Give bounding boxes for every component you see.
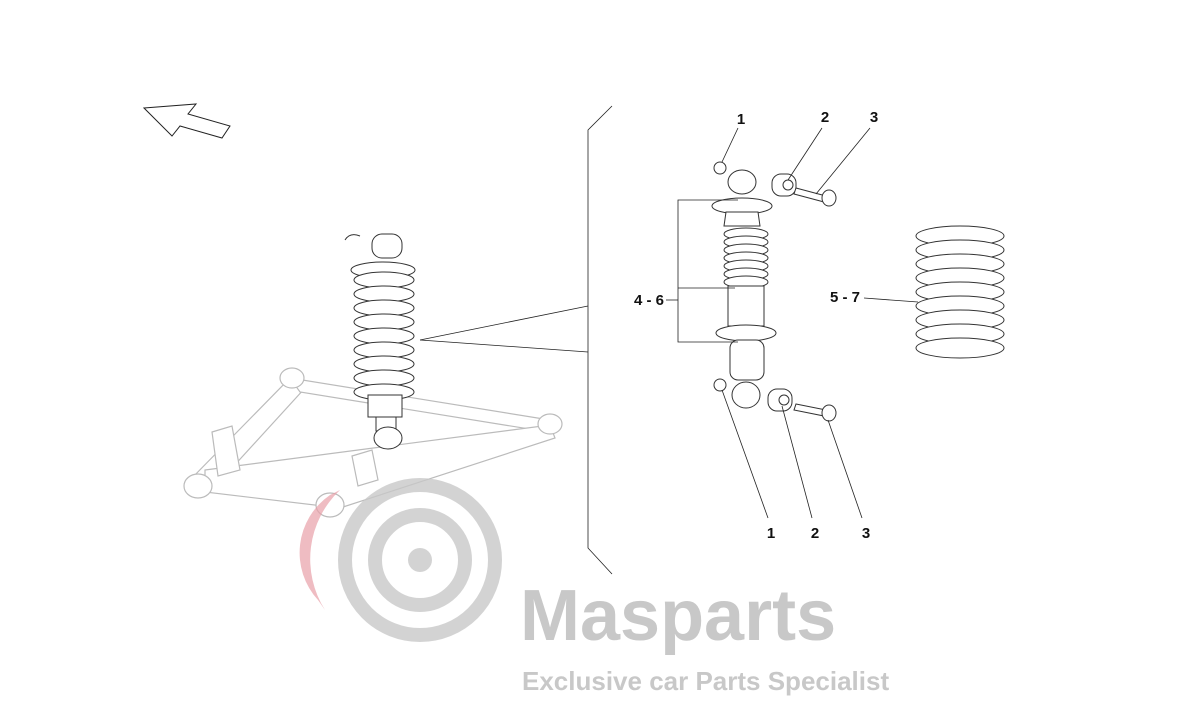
watermark-brand: Masparts — [520, 576, 836, 656]
direction-arrow-icon — [142, 103, 231, 139]
nut-bottom — [713, 378, 727, 392]
callout-5-7[interactable]: 5 - 7 — [830, 289, 860, 306]
leader-line — [419, 305, 589, 341]
callout-3-top[interactable]: 3 — [870, 109, 878, 126]
bushing-top — [771, 173, 797, 197]
coil-spring — [915, 225, 1005, 359]
watermark-tagline: Exclusive car Parts Specialist — [522, 666, 889, 696]
callout-2-bottom[interactable]: 2 — [811, 525, 819, 542]
mounted-shock-absorber — [344, 233, 416, 450]
bolt-bottom — [793, 403, 837, 422]
callout-1-top[interactable]: 1 — [737, 111, 745, 128]
callout-2-top[interactable]: 2 — [821, 109, 829, 126]
callout-1-bottom[interactable]: 1 — [767, 525, 775, 542]
bolt-top — [793, 187, 837, 207]
nut-top — [713, 161, 727, 175]
shock-absorber — [711, 169, 777, 409]
watermark-logo: Masparts Exclusive car Parts Specialist — [299, 478, 889, 696]
bushing-bottom — [767, 388, 793, 412]
coil-turn — [915, 337, 1005, 359]
callout-leaders — [666, 127, 919, 519]
callout-4-6[interactable]: 4 - 6 — [634, 292, 664, 309]
separator-line — [587, 105, 613, 575]
callout-3-bottom[interactable]: 3 — [862, 525, 870, 542]
leader-line — [419, 339, 589, 353]
